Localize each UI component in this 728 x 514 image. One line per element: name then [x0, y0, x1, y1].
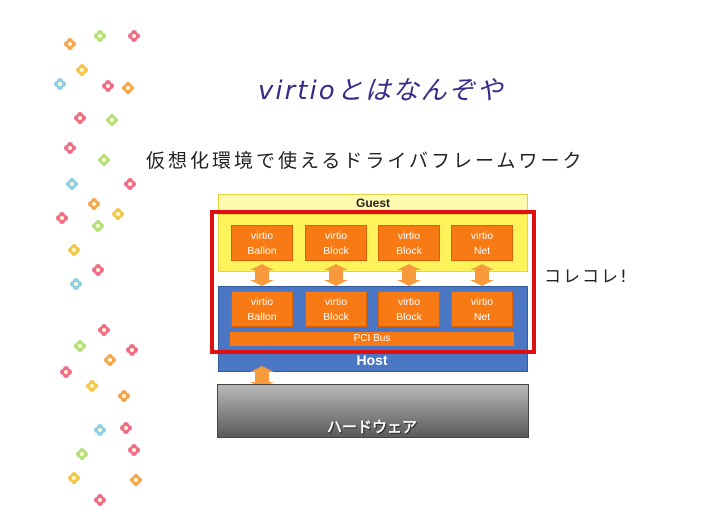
component-line2: Ballon	[247, 311, 277, 323]
flower-icon	[112, 208, 124, 220]
component-line2: Ballon	[247, 245, 277, 257]
page-subtitle: 仮想化環境で使えるドライバフレームワーク	[146, 150, 585, 172]
flower-icon	[104, 354, 116, 366]
flower-icon	[68, 244, 80, 256]
guest-component-block-1: virtio Block	[305, 225, 367, 261]
callout-text: コレコレ!	[544, 267, 629, 287]
updown-arrow-icon	[247, 264, 277, 286]
flower-icon	[106, 114, 118, 126]
flower-icon	[64, 142, 76, 154]
flower-icon	[64, 38, 76, 50]
pci-bus: PCI Bus	[230, 332, 514, 346]
host-component-block-1: virtio Block	[305, 291, 367, 327]
flower-icon	[56, 212, 68, 224]
flower-icon	[74, 112, 86, 124]
page-title: virtioとはなんぞや	[258, 76, 505, 106]
component-line1: virtio	[250, 230, 274, 242]
flower-icon	[94, 494, 106, 506]
host-component-ballon: virtio Ballon	[231, 291, 293, 327]
hardware-box	[217, 384, 529, 438]
component-line1: virtio	[324, 296, 348, 308]
component-line1: virtio	[470, 296, 494, 308]
flower-icon	[126, 344, 138, 356]
flower-icon	[76, 64, 88, 76]
flower-icon	[76, 448, 88, 460]
component-line2: Net	[473, 245, 491, 257]
guest-component-ballon: virtio Ballon	[231, 225, 293, 261]
flower-icon	[88, 198, 100, 210]
component-line1: virtio	[470, 230, 494, 242]
updown-arrow-icon	[467, 264, 497, 286]
highlight-frame	[210, 210, 536, 354]
flower-icon	[130, 474, 142, 486]
guest-component-block-2: virtio Block	[378, 225, 440, 261]
flower-icon	[118, 390, 130, 402]
flower-icon	[54, 78, 66, 90]
component-line2: Block	[396, 245, 422, 257]
flower-icon	[66, 178, 78, 190]
flower-icon	[60, 366, 72, 378]
component-line1: virtio	[397, 230, 421, 242]
flower-icon	[120, 422, 132, 434]
updown-arrow-icon	[394, 264, 424, 286]
flower-icon	[128, 30, 140, 42]
component-line1: virtio	[324, 230, 348, 242]
guest-component-net: virtio Net	[451, 225, 513, 261]
component-line2: Block	[396, 311, 422, 323]
component-line2: Block	[323, 245, 349, 257]
flower-icon	[94, 424, 106, 436]
flower-icon	[124, 178, 136, 190]
component-line2: Block	[323, 311, 349, 323]
flower-icon	[86, 380, 98, 392]
host-label: Host	[356, 352, 388, 368]
host-component-block-2: virtio Block	[378, 291, 440, 327]
flower-icon	[128, 444, 140, 456]
updown-arrow-icon	[321, 264, 351, 286]
component-line2: Net	[473, 311, 491, 323]
flower-icon	[98, 324, 110, 336]
flower-icon	[70, 278, 82, 290]
component-line1: virtio	[250, 296, 274, 308]
host-component-net: virtio Net	[451, 291, 513, 327]
flower-icon	[122, 82, 134, 94]
flower-icon	[94, 30, 106, 42]
flower-icon	[92, 264, 104, 276]
flower-icon	[102, 80, 114, 92]
hardware-label: ハードウェア	[326, 418, 417, 436]
component-line1: virtio	[397, 296, 421, 308]
flower-icon	[92, 220, 104, 232]
flower-icon	[74, 340, 86, 352]
flower-icon	[98, 154, 110, 166]
flower-icon	[68, 472, 80, 484]
